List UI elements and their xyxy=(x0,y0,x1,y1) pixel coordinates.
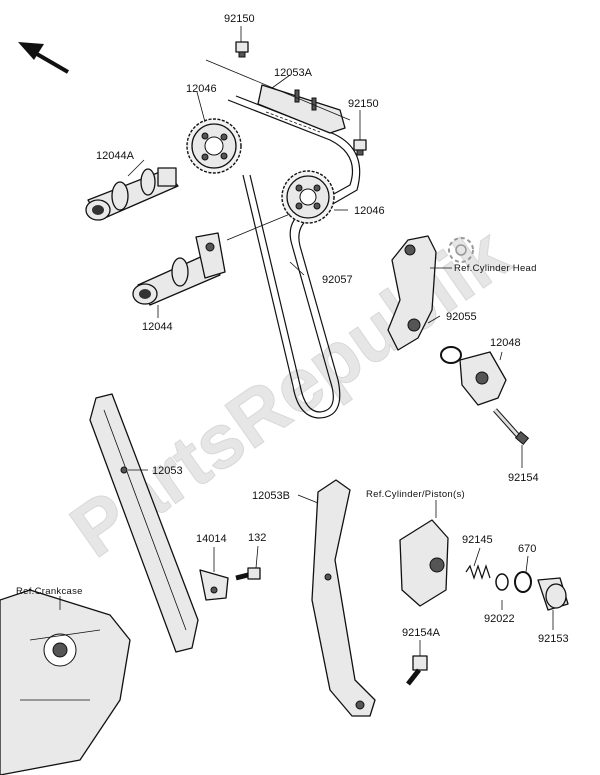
crankcase-ref-part xyxy=(0,589,131,775)
label-12046-top: 12046 xyxy=(186,83,217,95)
bolt-92154 xyxy=(493,408,530,445)
plate-14014 xyxy=(199,569,229,601)
label-92150-right: 92150 xyxy=(348,98,379,110)
timing-chain-92057 xyxy=(227,95,361,419)
gear-icon xyxy=(448,237,474,263)
sprocket-12046-top xyxy=(186,118,242,174)
label-12044A: 12044A xyxy=(96,150,135,162)
spring-92145 xyxy=(465,564,491,580)
ref-cylinder-head: Ref.Cylinder Head xyxy=(454,263,537,274)
label-92154: 92154 xyxy=(508,472,539,484)
label-92153: 92153 xyxy=(538,633,569,645)
label-14014: 14014 xyxy=(196,533,227,545)
chain-guide-12053B xyxy=(311,479,376,717)
label-92150-top: 92150 xyxy=(224,13,255,25)
chain-guide-12053 xyxy=(89,393,199,653)
label-132: 132 xyxy=(248,532,266,544)
camshaft-12044 xyxy=(132,232,226,306)
cylinder-piston-ref-part xyxy=(399,519,449,607)
chain-guide-12053A xyxy=(257,84,346,134)
label-12048: 12048 xyxy=(490,337,521,349)
label-92154A: 92154A xyxy=(402,627,441,639)
label-92057: 92057 xyxy=(322,274,353,286)
tensioner-12048 xyxy=(459,351,507,406)
label-12053B: 12053B xyxy=(252,490,290,502)
label-12046-mid: 12046 xyxy=(354,205,385,217)
label-12053A: 12053A xyxy=(274,67,313,79)
arrow-front-icon xyxy=(18,42,70,74)
o-ring-670 xyxy=(514,571,532,593)
label-92055: 92055 xyxy=(446,311,477,323)
bolt-92154A xyxy=(406,655,428,686)
label-12044: 12044 xyxy=(142,321,173,333)
camshaft-12044A xyxy=(85,167,179,221)
ref-cylinder-piston: Ref.Cylinder/Piston(s) xyxy=(366,489,465,500)
label-12053: 12053 xyxy=(152,465,183,477)
leader-lines xyxy=(59,26,554,656)
label-92022: 92022 xyxy=(484,613,515,625)
o-ring-92055 xyxy=(440,346,462,364)
bolt-132 xyxy=(235,567,261,581)
label-670: 670 xyxy=(518,543,536,555)
bolt-92150-top xyxy=(235,41,249,58)
ref-crankcase: Ref.Crankcase xyxy=(16,586,83,597)
label-92145: 92145 xyxy=(462,534,493,546)
plug-92153 xyxy=(537,577,569,611)
washer-92022 xyxy=(495,573,509,591)
cylinder-head-ref-part xyxy=(387,235,437,351)
sprocket-12046-mid xyxy=(281,170,335,224)
